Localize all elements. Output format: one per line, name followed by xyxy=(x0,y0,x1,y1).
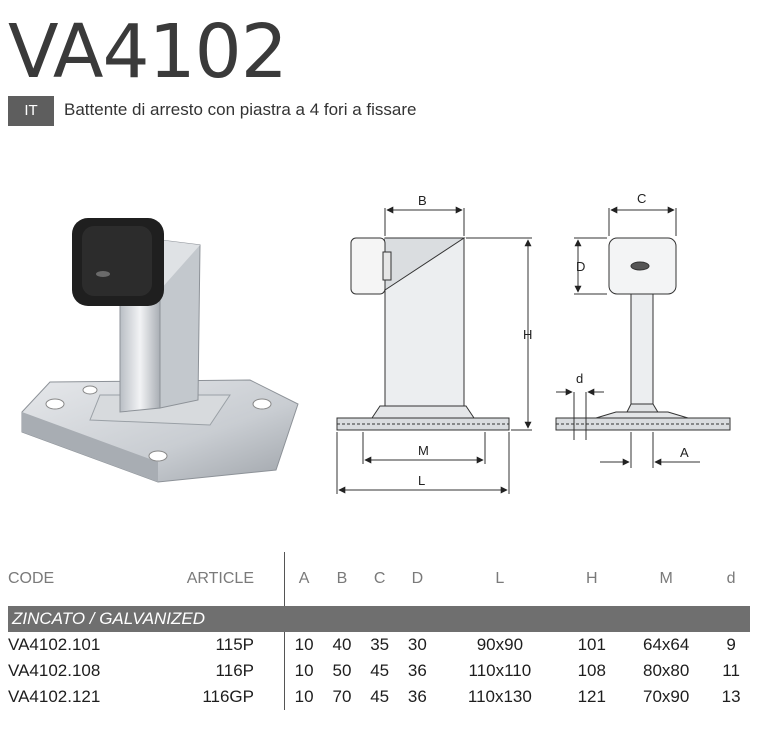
col-header-l: L xyxy=(495,570,505,587)
dim-label-c: C xyxy=(637,191,646,206)
dim-label-hole-d: d xyxy=(576,371,583,386)
cell-code: VA4102.121 xyxy=(8,687,101,706)
cell-m: 70x90 xyxy=(642,687,690,706)
cell-m: 64x64 xyxy=(642,635,690,654)
cell-code: VA4102.108 xyxy=(8,661,101,680)
table-row: VA4102.101 115P 10 40 35 30 90x90 101 64… xyxy=(8,632,750,658)
cell-b: 40 xyxy=(332,635,352,654)
cell-hole-d: 11 xyxy=(722,661,740,680)
dim-label-h: H xyxy=(523,327,532,342)
cell-c: 45 xyxy=(370,687,390,706)
col-header-hole-d: d xyxy=(726,570,736,587)
col-header-a: A xyxy=(284,552,324,606)
cell-article: 115P xyxy=(215,635,254,654)
cell-article: 116P xyxy=(215,661,254,680)
cell-a: 10 xyxy=(284,632,324,658)
cell-h: 101 xyxy=(577,635,606,654)
table-header-row: CODE ARTICLE A B C D L H M d xyxy=(8,552,750,606)
dim-label-a: A xyxy=(680,445,689,460)
cell-h: 121 xyxy=(577,687,606,706)
cell-b: 50 xyxy=(332,661,352,680)
cell-l: 90x90 xyxy=(476,635,524,654)
technical-drawing: B H M L C D d A xyxy=(21,191,731,494)
cell-d: 36 xyxy=(407,687,427,706)
cell-c: 35 xyxy=(370,635,390,654)
cell-hole-d: 9 xyxy=(726,635,736,654)
col-header-m: M xyxy=(659,570,673,587)
dimensions-table: CODE ARTICLE A B C D L H M d ZINCATO / G… xyxy=(8,552,750,710)
table-row: VA4102.121 116GP 10 70 45 36 110x130 121… xyxy=(8,684,750,710)
dim-label-m: M xyxy=(418,443,429,458)
cell-b: 70 xyxy=(332,687,352,706)
cell-l: 110x130 xyxy=(467,687,532,706)
table-group-row: ZINCATO / GALVANIZED xyxy=(8,606,750,632)
col-header-d: D xyxy=(411,570,424,587)
product-description: Battente di arresto con piastra a 4 fori… xyxy=(64,100,417,119)
col-header-b: B xyxy=(336,570,348,587)
cell-h: 108 xyxy=(577,661,606,680)
cell-hole-d: 13 xyxy=(721,687,741,706)
cell-a: 10 xyxy=(284,684,324,710)
side-view-drawing xyxy=(336,206,532,494)
cell-l: 110x110 xyxy=(468,661,532,680)
dim-label-b: B xyxy=(418,193,427,208)
col-header-code: CODE xyxy=(8,570,55,587)
cell-code: VA4102.101 xyxy=(8,635,101,654)
product-code-title: VA4102 xyxy=(8,9,288,95)
language-tag: IT xyxy=(8,96,54,126)
cell-m: 80x80 xyxy=(642,661,690,680)
product-photo xyxy=(21,218,299,483)
cell-article: 116GP xyxy=(202,687,254,706)
col-header-c: C xyxy=(373,570,386,587)
cell-d: 36 xyxy=(407,661,427,680)
cell-c: 45 xyxy=(370,661,390,680)
cell-d: 30 xyxy=(407,635,427,654)
dim-label-d: D xyxy=(576,259,585,274)
front-view-drawing xyxy=(555,206,731,468)
group-label: ZINCATO / GALVANIZED xyxy=(8,606,750,632)
table-row: VA4102.108 116P 10 50 45 36 110x110 108 … xyxy=(8,658,750,684)
dim-label-l: L xyxy=(418,473,425,488)
col-header-h: H xyxy=(586,570,598,587)
col-header-article: ARTICLE xyxy=(186,570,254,587)
cell-a: 10 xyxy=(284,658,324,684)
